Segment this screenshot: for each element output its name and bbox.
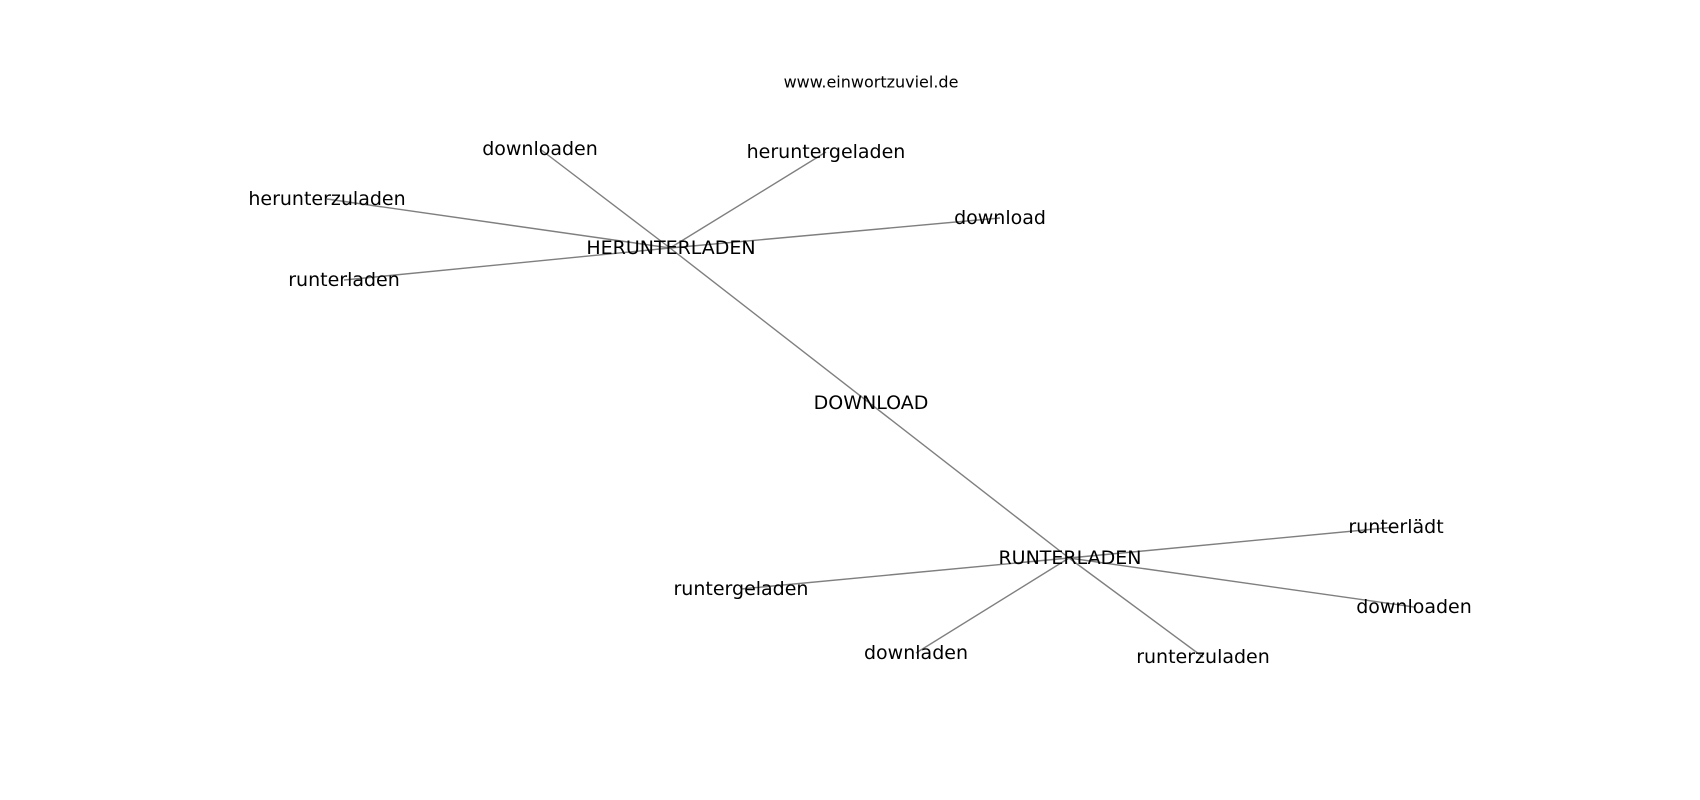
node-leaf-runterladen: runterladen [288,269,400,291]
node-leaf-heruntergeladen: heruntergeladen [747,141,906,163]
edge-herunterladen-herunterzuladen [326,198,671,249]
node-hub-runterladen: RUNTERLADEN [998,547,1141,569]
node-root-download: DOWNLOAD [814,392,929,414]
node-hub-herunterladen: HERUNTERLADEN [586,237,755,259]
edge-runterladen-downladen [915,557,1070,654]
node-leaf-runterladt: runterlädt [1348,516,1443,538]
edge-herunterladen-runterladen [343,247,671,281]
edge-runterladen-runterladt [1068,526,1397,559]
node-leaf-downladen: downladen [864,642,968,664]
edge-herunterladen-to-runterladen [669,247,1070,559]
node-leaf-download: download [954,207,1046,229]
node-leaf-downloaden-2: downloaden [1356,596,1472,618]
edge-runterladen-runtergeladen [740,557,1070,590]
watermark-url: www.einwortzuviel.de [784,73,959,92]
node-leaf-downloaden-1: downloaden [482,138,598,160]
node-leaf-runtergeladen: runtergeladen [674,578,809,600]
edge-runterladen-downloaden [1068,557,1415,608]
edge-herunterladen-downloaden [539,148,671,249]
node-labels: DOWNLOAD HERUNTERLADEN RUNTERLADEN downl… [248,138,1471,668]
node-leaf-herunterzuladen: herunterzuladen [248,188,405,210]
edge-runterladen-runterzuladen [1068,557,1204,658]
node-leaf-runterzuladen: runterzuladen [1136,646,1270,668]
edges [326,148,1415,658]
edge-herunterladen-download [669,217,1001,249]
edge-herunterladen-heruntergeladen [669,151,827,249]
